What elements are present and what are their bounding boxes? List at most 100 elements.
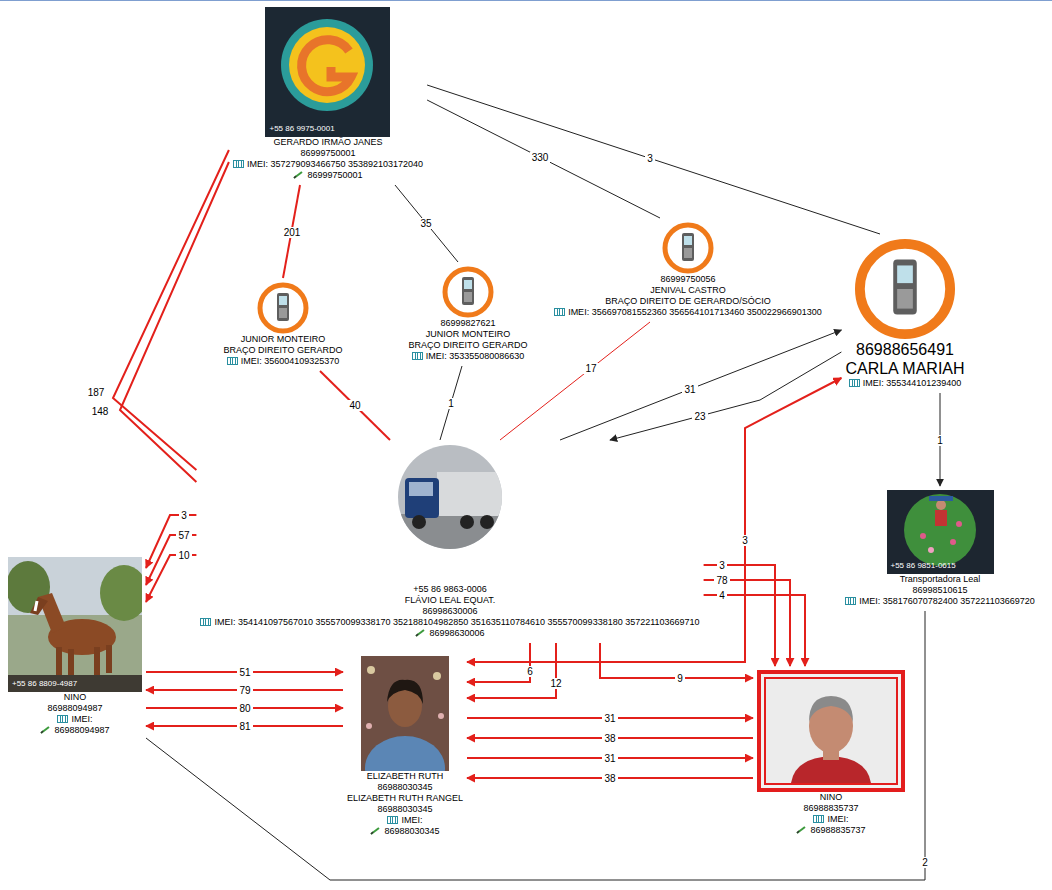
link-line xyxy=(427,100,660,218)
truck-picture xyxy=(397,444,503,550)
graphic-part xyxy=(367,666,375,674)
graphic-part xyxy=(920,533,926,539)
link-line xyxy=(440,366,462,440)
entity-text: BRAÇO DIREITO GERARDO xyxy=(224,345,343,355)
link-count: 3 xyxy=(179,510,189,521)
graphic-part xyxy=(30,597,48,615)
entity-node: +55 86 8809-4987NINO86988094987IMEI:8698… xyxy=(4,553,146,740)
text-row: IMEI: 354141097567010 355570099338170 35… xyxy=(200,617,699,628)
text-row: 86999750056 xyxy=(554,274,822,285)
graphic-part xyxy=(260,285,306,331)
text-row: NINO xyxy=(757,792,905,803)
text-row: IMEI: xyxy=(8,714,142,725)
graphic-part xyxy=(57,715,68,723)
phone-picture xyxy=(257,282,309,334)
graphic-part xyxy=(684,236,692,245)
entity-text: 86988835737 xyxy=(803,803,858,813)
entity-text: 86998630006 xyxy=(422,606,477,616)
text-row: NINO xyxy=(8,692,142,703)
graphic-part xyxy=(796,826,807,834)
text-rows: Transportadora Leal86998510615IMEI: 3581… xyxy=(845,574,1035,607)
graphic-part xyxy=(813,815,824,823)
graphic-part xyxy=(265,7,390,137)
text-row: CARLA MARIAH xyxy=(845,359,964,378)
link-count: 17 xyxy=(583,363,598,374)
imei-icon xyxy=(57,715,68,723)
graphic-part xyxy=(393,817,395,823)
graphic-part xyxy=(853,380,854,386)
link-count: 6 xyxy=(525,666,535,677)
text-row: IMEI: 355344101239400 xyxy=(845,378,964,389)
horse-picture: +55 86 8809-4987 xyxy=(8,557,142,692)
eliz-picture xyxy=(361,656,449,771)
text-row: BRAÇO DIREITO GERARDO xyxy=(224,345,343,356)
link-count: 31 xyxy=(602,713,617,724)
entity-node: 86999750056JENIVAL CASTROBRAÇO DIREITO D… xyxy=(550,218,826,322)
graphic-part xyxy=(416,630,424,636)
entity-text: IMEI: 357279093466750 353892103172040 xyxy=(247,159,423,169)
phone-watermark: +55 86 9851-0615 xyxy=(891,561,956,570)
text-row: ELIZABETH RUTH xyxy=(347,771,463,782)
graphic-part xyxy=(227,357,238,365)
entity-text: 86998510615 xyxy=(912,585,967,595)
text-row: Transportadora Leal xyxy=(845,574,1035,585)
text-row: 86998510615 xyxy=(845,585,1035,596)
graphic-part xyxy=(893,260,917,315)
clip-icon xyxy=(415,629,426,637)
graphic-part xyxy=(409,482,433,496)
text-rows: GERARDO IRMÃO JANES86999750001IMEI: 3572… xyxy=(233,137,423,181)
imei-icon xyxy=(227,357,238,365)
text-row: 86999827621 xyxy=(409,318,528,329)
text-row: BRAÇO DIREITO GERARDO xyxy=(409,340,528,351)
gerardo-picture: +55 86 9975-0001 xyxy=(265,7,390,137)
graphic-part xyxy=(371,828,379,834)
link-count: 31 xyxy=(682,384,697,395)
graphic-part xyxy=(757,670,905,792)
entity-text: ELIZABETH RUTH RANGEL xyxy=(347,793,463,803)
text-rows: NINO86988094987IMEI:86988094987 xyxy=(8,692,142,736)
graphic-part xyxy=(56,647,62,675)
text-row: 86999750001 xyxy=(233,170,423,181)
link-line xyxy=(146,555,196,602)
link-count: 35 xyxy=(418,218,433,229)
graphic-part xyxy=(662,222,714,274)
graphic-part xyxy=(41,727,49,733)
graphic-part xyxy=(462,277,474,305)
nino-picture xyxy=(757,670,905,792)
graphic-part xyxy=(897,289,913,309)
graphic-part xyxy=(797,827,805,833)
graphic-part xyxy=(231,358,232,364)
link-count: 3 xyxy=(740,535,750,546)
entity-node: +55 86 9851-0615Transportadora Leal86998… xyxy=(841,486,1039,611)
text-row: IMEI: 353355080086630 xyxy=(409,351,528,362)
graphic-part xyxy=(61,716,62,722)
text-row: IMEI: 357279093466750 353892103172040 xyxy=(233,159,423,170)
graphic-part xyxy=(480,515,494,529)
graphic-part xyxy=(412,515,426,529)
graphic-part xyxy=(106,645,112,673)
graphic-part xyxy=(936,500,946,510)
entity-text: BRAÇO DIREITO GERARDO xyxy=(409,340,528,350)
graphic-part xyxy=(366,723,372,729)
graphic-part xyxy=(858,380,859,386)
link-line xyxy=(146,611,925,880)
link-count: 40 xyxy=(347,400,362,411)
entity-node: 86999827621JUNIOR MONTEIROBRAÇO DIREITO … xyxy=(405,262,532,366)
watermark-row: +55 86 8809-4987 xyxy=(12,679,77,689)
graphic-part xyxy=(237,161,238,167)
graphic-part xyxy=(396,817,397,823)
graphic-part xyxy=(665,225,711,271)
link-line xyxy=(467,643,530,682)
graphic-part xyxy=(227,357,238,365)
graphic-part xyxy=(289,27,365,103)
graphic-part xyxy=(365,736,445,771)
link-count: 79 xyxy=(237,685,252,696)
entity-text: 86999750001 xyxy=(300,148,355,158)
graphic-part xyxy=(40,726,51,734)
graphic-part xyxy=(397,514,503,550)
graphic-part xyxy=(558,309,559,315)
graphic-part xyxy=(845,597,856,605)
link-line xyxy=(704,595,805,666)
graphic-part xyxy=(281,19,373,111)
entity-node: ELIZABETH RUTH86988030345ELIZABETH RUTH … xyxy=(343,652,467,841)
